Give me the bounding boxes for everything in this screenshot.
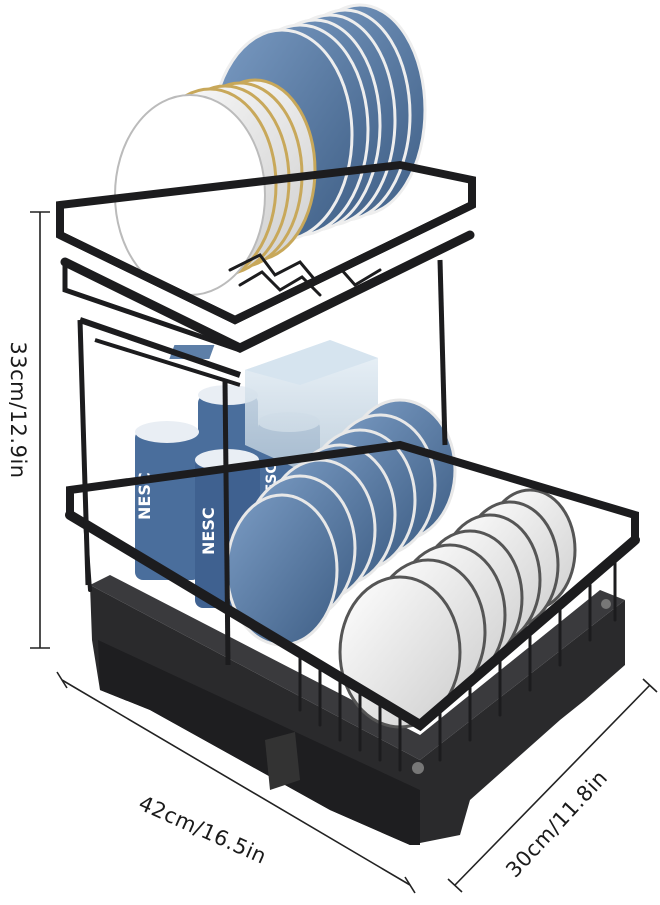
drip-tray (90, 575, 625, 845)
white-plates (114, 78, 317, 296)
blue-bowls (225, 398, 457, 647)
cup-brand-text: NESC (199, 507, 218, 555)
upper-rack (56, 160, 476, 354)
mid-shelf (79, 317, 241, 378)
rack-posts (77, 259, 448, 666)
dimension-lines (30, 211, 658, 894)
height-dimension-label: 33cm/12.9in (6, 341, 30, 479)
